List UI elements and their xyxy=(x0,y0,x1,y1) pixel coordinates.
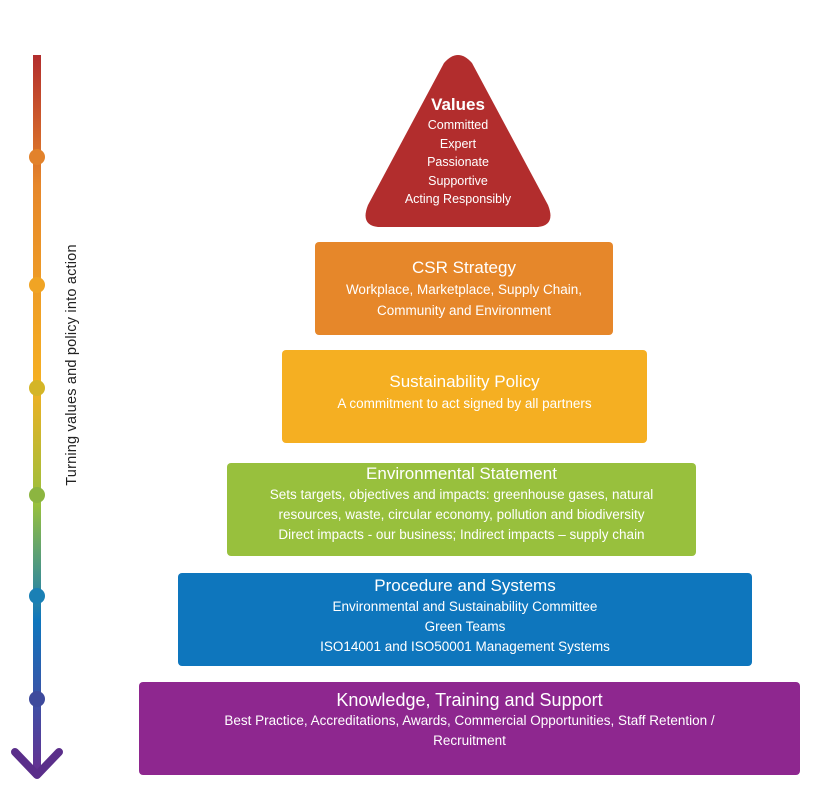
tier-title: Sustainability Policy xyxy=(389,372,540,391)
values-line: Acting Responsibly xyxy=(404,192,512,206)
tier-csr-strategy: CSR Strategy Workplace, Marketplace, Sup… xyxy=(315,242,613,335)
values-line: Expert xyxy=(439,136,477,151)
side-label: Turning values and policy into action xyxy=(64,244,80,486)
arrow-node xyxy=(29,277,45,293)
tier-line: Environmental and Sustainability Committ… xyxy=(332,599,598,614)
arrow-node xyxy=(29,691,45,707)
tier-title: CSR Strategy xyxy=(412,258,516,277)
tier-procedure-and-systems: Procedure and Systems Environmental and … xyxy=(178,573,752,666)
arrow-node xyxy=(29,380,45,396)
values-line: Passionate xyxy=(427,155,489,169)
tier-title: Environmental Statement xyxy=(366,464,557,483)
arrow-node xyxy=(29,149,45,165)
tier-line: Community and Environment xyxy=(376,303,552,318)
tier-line: Recruitment xyxy=(433,733,506,748)
tier-line: Direct impacts - our business; Indirect … xyxy=(278,527,645,542)
tier-environmental-statement: Environmental Statement Sets targets, ob… xyxy=(227,463,696,556)
tier-title: Procedure and Systems xyxy=(374,576,556,595)
arrow-node xyxy=(29,487,45,503)
values-title: Values xyxy=(431,95,485,114)
arrow-node xyxy=(29,588,45,604)
tier-line: Best Practice, Accreditations, Awards, C… xyxy=(224,713,715,728)
arrow-shaft xyxy=(33,55,41,770)
tier-sustainability-policy: Sustainability Policy A commitment to ac… xyxy=(282,350,647,443)
tier-line: Sets targets, objectives and impacts: gr… xyxy=(269,487,654,502)
values-triangle xyxy=(365,55,551,227)
values-line: Supportive xyxy=(428,173,488,188)
tier-line: Workplace, Marketplace, Supply Chain, xyxy=(345,282,583,297)
tier-line: ISO14001 and ISO50001 Management Systems xyxy=(320,639,610,654)
tier-line: Green Teams xyxy=(424,619,506,634)
values-text: Values Committed Expert Passionate Suppo… xyxy=(378,94,538,209)
tier-line: resources, waste, circular economy, poll… xyxy=(278,507,645,522)
tier-line: A commitment to act signed by all partne… xyxy=(337,396,592,411)
tier-knowledge-training-support: Knowledge, Training and Support Best Pra… xyxy=(139,682,800,775)
arrow-head xyxy=(11,748,63,779)
values-line: Committed xyxy=(427,118,489,132)
tier-title: Knowledge, Training and Support xyxy=(336,690,603,710)
